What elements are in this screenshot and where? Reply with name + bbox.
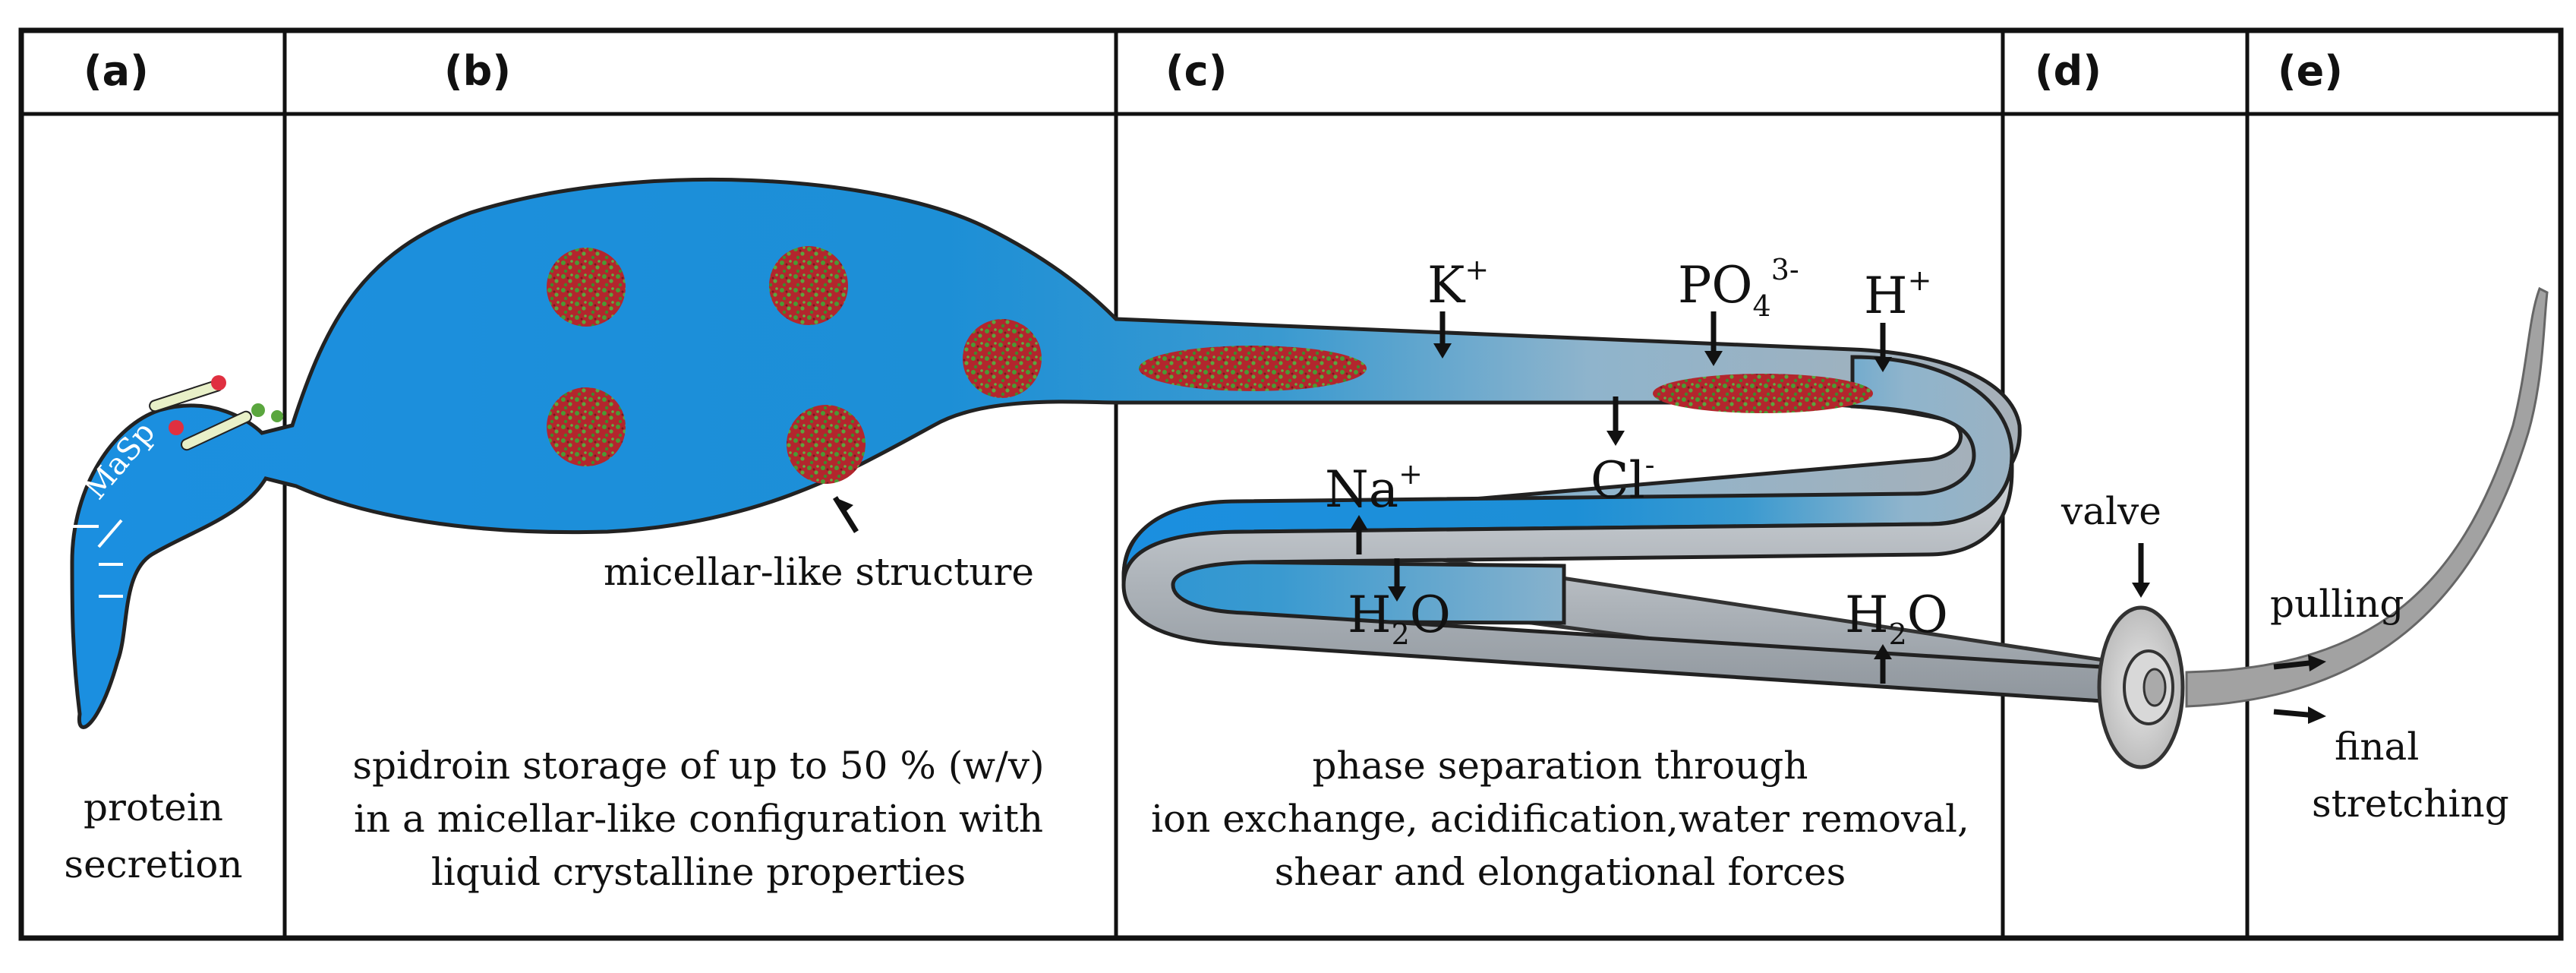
- spidroin-molecules: [149, 375, 283, 451]
- caption-b-line2: in a micellar-like configuration with: [354, 797, 1043, 841]
- panel-label-d: (d): [2035, 47, 2101, 95]
- ion-cl: Cl-: [1591, 448, 1654, 510]
- panel-label-e: (e): [2278, 47, 2343, 95]
- water-left: H2O: [1348, 586, 1451, 651]
- panel-label-c: (c): [1165, 47, 1227, 95]
- elongated-micelle: [1139, 346, 1367, 391]
- panel-label-b: (b): [444, 47, 511, 95]
- micelle: [963, 319, 1042, 398]
- micelle: [547, 387, 626, 466]
- caption-c-line3: shear and elongational forces: [1275, 850, 1846, 894]
- valve: [2097, 605, 2185, 769]
- caption-b-line3: liquid crystalline properties: [431, 850, 966, 894]
- ion-po4: PO43-: [1678, 253, 1799, 323]
- ion-na: Na+: [1325, 457, 1423, 519]
- panel-frame: [18, 27, 2564, 941]
- micelle: [547, 248, 626, 327]
- ion-h: H+: [1864, 264, 1931, 325]
- ion-k: K+: [1427, 253, 1489, 314]
- panel-label-a: (a): [84, 47, 149, 95]
- secretion-arrows: [72, 519, 123, 598]
- final-label: final: [2335, 725, 2419, 769]
- caption-c-line2: ion exchange, acidification,water remova…: [1151, 797, 1969, 841]
- silk-thread: [2185, 286, 2549, 708]
- micelle: [769, 246, 848, 325]
- valve-label: valve: [2060, 489, 2161, 533]
- elongated-micelle: [1653, 374, 1873, 413]
- micelle-label: micellar-like structure: [604, 550, 1034, 594]
- ion-arrows: [833, 311, 2326, 724]
- stretching-label: stretching: [2312, 782, 2509, 826]
- caption-a-line2: secretion: [64, 842, 242, 886]
- micelle: [787, 405, 865, 484]
- pulling-label: pulling: [2270, 582, 2404, 626]
- caption-c-line1: phase separation through: [1313, 744, 1808, 788]
- caption-b-line1: spidroin storage of up to 50 % (w/v): [352, 744, 1044, 788]
- water-right: H2O: [1845, 586, 1948, 651]
- lower-gray-duct: [1121, 455, 2128, 705]
- caption-a-line1: protein: [84, 785, 223, 829]
